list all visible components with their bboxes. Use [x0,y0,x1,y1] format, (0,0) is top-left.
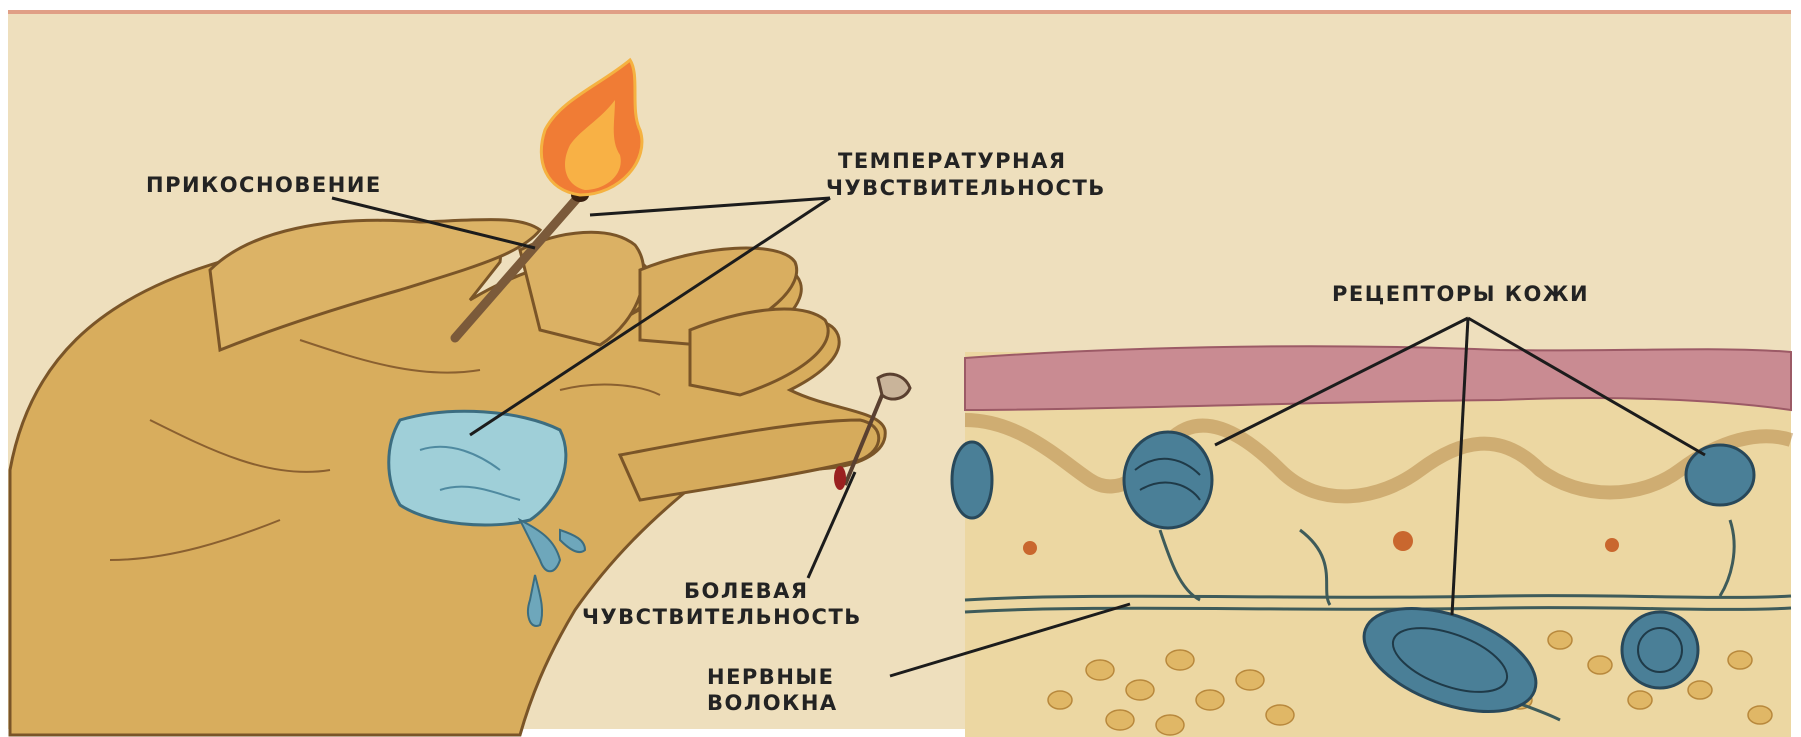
label-pain-line1: БОЛЕВАЯ [684,578,809,604]
receptor-left-edge [952,442,992,518]
receptor-round [1622,612,1698,688]
label-pain-line2: ЧУВСТВИТЕЛЬНОСТЬ [582,604,862,630]
label-temperature-line1: ТЕМПЕРАТУРНАЯ [838,148,1067,174]
label-temperature-line2: ЧУВСТВИТЕЛЬНОСТЬ [826,175,1106,201]
label-skin-receptors: РЕЦЕПТОРЫ КОЖИ [1332,281,1589,307]
hand-ring-finger [690,309,828,395]
label-touch: ПРИКОСНОВЕНИЕ [146,172,382,198]
receptor-free-ending [1686,445,1754,505]
receptor-meissner [1124,432,1212,528]
label-nerve-line1: НЕРВНЫЕ [707,664,835,690]
label-nerve-line2: ВОЛОКНА [707,690,838,716]
